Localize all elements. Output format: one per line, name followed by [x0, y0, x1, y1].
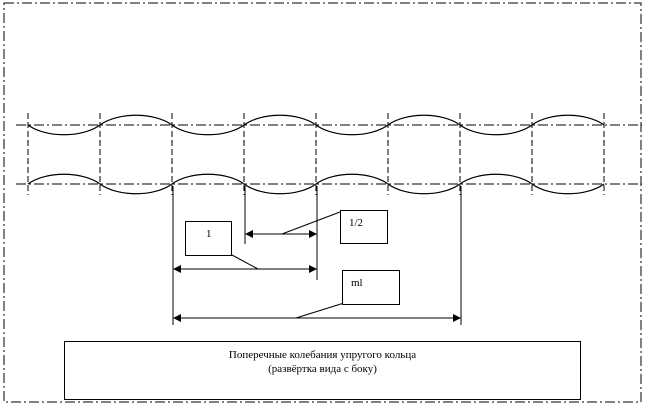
m-wavelength-label: ml: [342, 270, 400, 305]
leader-line-m: [295, 302, 345, 319]
caption-subtitle: (развёртка вида с боку): [268, 363, 377, 375]
outer-frame: [3, 2, 642, 403]
half-wavelength-label: 1/2: [340, 210, 388, 244]
leader-line-half: [281, 211, 341, 235]
caption-title: Поперечные колебания упругого кольца: [228, 349, 417, 361]
caption-box: Поперечные колебания упругого кольца (ра…: [64, 341, 581, 400]
extension-lines: [172, 186, 462, 325]
lower-wave: [27, 173, 605, 195]
node-lines: [27, 113, 605, 195]
wavelength-label: 1: [185, 221, 232, 256]
upper-wave: [27, 114, 605, 136]
leader-line-one: [231, 254, 259, 270]
